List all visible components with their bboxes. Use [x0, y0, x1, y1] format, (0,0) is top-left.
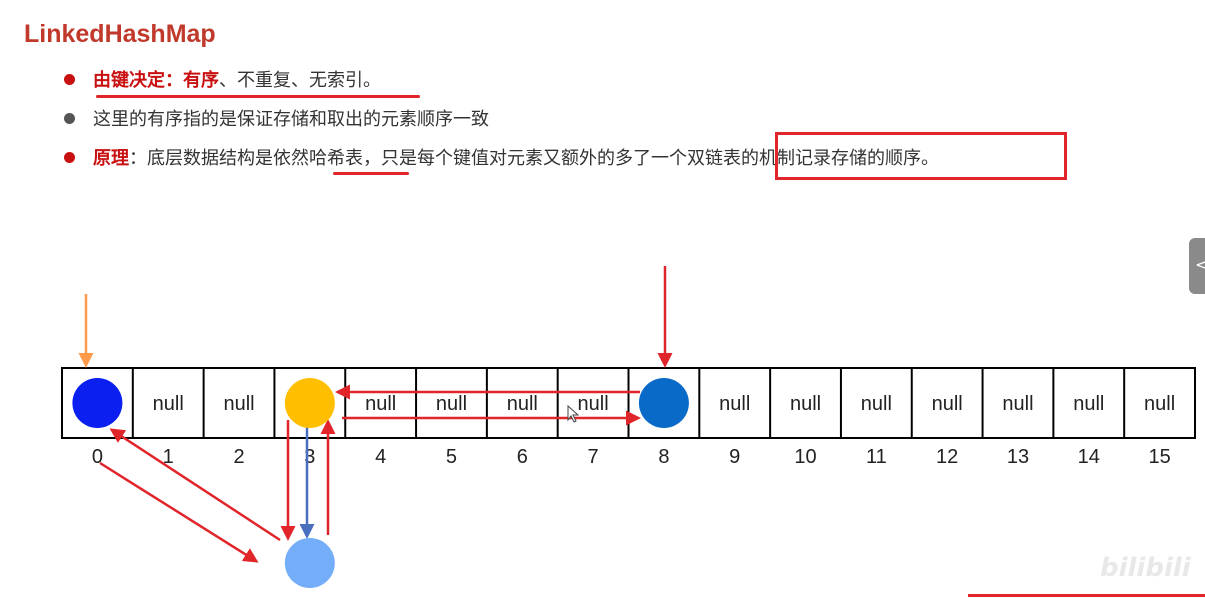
array-index-label: 6: [517, 446, 528, 468]
underline-hash-table: [333, 172, 409, 175]
array-index-label: 9: [729, 446, 740, 468]
node-8: [638, 378, 689, 428]
side-panel-toggle[interactable]: <: [1189, 238, 1205, 294]
array-cell-value: null: [1073, 393, 1104, 415]
bullet-1-text: 、不重复、无索引。: [219, 70, 381, 91]
array-cell-value: null: [365, 393, 396, 415]
array-index-label: 1: [163, 446, 174, 468]
array-cell-value: null: [223, 393, 254, 415]
bullet-2-text: 这里的有序指的是保证存储和取出的元素顺序一致: [93, 109, 489, 130]
array-index-label: 3: [304, 446, 315, 468]
chevron-left-icon: <: [1195, 255, 1205, 274]
bullet-dot-icon: [64, 112, 75, 124]
array-index-label: 0: [92, 446, 103, 468]
bullet-1: 由键决定：有序、不重复、无索引。: [64, 66, 381, 92]
node-0: [72, 378, 123, 428]
bilibili-watermark: bilibili: [1100, 553, 1191, 583]
node-3: [284, 378, 335, 428]
link-0-to-child-arrow: [99, 461, 259, 563]
bottom-accent-line: [968, 594, 1205, 597]
link-child-to-0-arrow: [109, 428, 281, 542]
array-index-label: 5: [446, 446, 457, 468]
array-index-label: 4: [375, 446, 386, 468]
array-index-label: 11: [866, 446, 887, 468]
bullet-dot-icon: [64, 73, 75, 85]
array-index-label: 2: [233, 446, 244, 468]
array-cell-value: null: [153, 393, 184, 415]
highlight-box-linked-list: [775, 132, 1067, 180]
array-cell-value: null: [861, 393, 892, 415]
array-index-label: 10: [794, 446, 816, 468]
array-index-label: 14: [1078, 446, 1100, 468]
array-cell-value: null: [1002, 393, 1033, 415]
array-cell-value: null: [507, 393, 538, 415]
bullet-dot-icon: [64, 151, 75, 163]
array-index-label: 7: [588, 446, 599, 468]
underline-bullet-1: [96, 95, 420, 98]
page-title: LinkedHashMap: [24, 20, 216, 48]
array-cell-value: null: [436, 393, 467, 415]
bullet-3-highlight: 原理: [93, 148, 129, 169]
bullet-3: 原理：底层数据结构是依然哈希表，只是每个键值对元素又额外的多了一个双链表的机制记…: [64, 144, 939, 170]
bullet-3-text: ：底层数据结构是依然哈希表，只是每个键值对元素又额外的多了一个双链表的机制记录存…: [129, 148, 939, 169]
array-index-label: 15: [1148, 446, 1170, 468]
array-cell-value: null: [932, 393, 963, 415]
array-index-label: 13: [1007, 446, 1029, 468]
bullet-2: 这里的有序指的是保证存储和取出的元素顺序一致: [64, 105, 489, 131]
array-cell-value: null: [790, 393, 821, 415]
mouse-cursor-icon: [567, 404, 580, 423]
array-index-label: 8: [658, 446, 669, 468]
bullet-1-highlight: 由键决定：有序: [93, 70, 219, 91]
array-index-label: 12: [936, 446, 958, 468]
array-cell-value: null: [578, 393, 609, 415]
array-cell-value: null: [1144, 393, 1175, 415]
array-cell-value: null: [719, 393, 750, 415]
node-3-child: [284, 538, 335, 588]
